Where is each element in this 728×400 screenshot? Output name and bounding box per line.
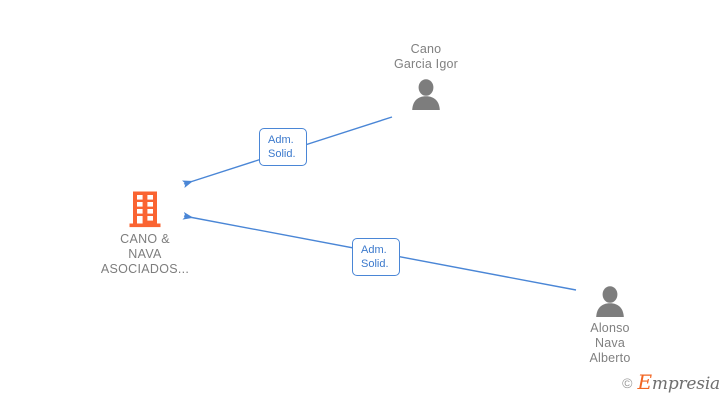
- brand-initial: E: [637, 370, 653, 394]
- node-person-cano-garcia-igor[interactable]: Cano Garcia Igor: [368, 42, 484, 110]
- company-name-label: CANO & NAVA ASOCIADOS...: [100, 232, 190, 276]
- building-icon: [128, 190, 162, 228]
- edge-label-adm-solid-cano[interactable]: Adm. Solid.: [259, 128, 307, 166]
- person-name-label: Alonso Nava Alberto: [589, 321, 631, 365]
- node-person-alonso-nava-alberto[interactable]: Alonso Nava Alberto: [552, 286, 668, 366]
- person-icon: [409, 79, 443, 110]
- watermark-empresia: © Empresia: [622, 370, 721, 394]
- brand-rest: mpresia: [651, 374, 720, 394]
- person-name-label: Cano Garcia Igor: [393, 42, 459, 71]
- brand-wordmark: Empresia: [637, 370, 721, 394]
- person-icon: [593, 286, 627, 317]
- edge-label-adm-solid-alonso[interactable]: Adm. Solid.: [352, 238, 400, 276]
- copyright-icon: ©: [622, 375, 633, 391]
- node-company[interactable]: CANO & NAVA ASOCIADOS...: [88, 190, 202, 277]
